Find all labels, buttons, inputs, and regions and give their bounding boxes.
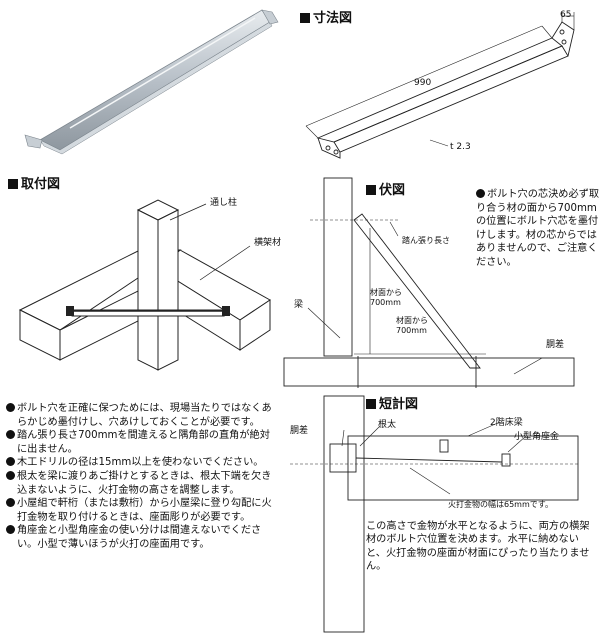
round-bullet-icon	[6, 457, 15, 467]
plan-drawing	[283, 177, 575, 388]
plan-distance-label-1: 材面から 700mm	[370, 288, 402, 307]
round-bullet-icon	[6, 403, 15, 412]
mounting-drawing	[18, 199, 271, 371]
section-title-mounting: 取付図	[8, 178, 60, 192]
section-title-dimension: 寸法図	[300, 12, 352, 26]
list-item: 小屋組で軒桁（または敷桁）から小屋梁に登り勾配に火打金物を取り付けるときは、座面…	[6, 497, 278, 524]
floor-beam-label: 2階床梁	[490, 418, 523, 428]
plan-note: ボルト穴の芯決め必ず取り合う材の面から700mmの位置にボルト穴芯を墨付けします…	[476, 189, 600, 268]
notes-list: ボルト穴を正確に保つためには、現場当たりではなくあらかじめ墨付けし、穴あけしてお…	[6, 402, 278, 552]
small-block-label: 小型角座金	[514, 432, 560, 442]
list-item: 踏ん張り長さ700mmを間違えると隅角部の直角が絶対に出ません。	[6, 429, 278, 456]
pillar-label: 通し柱	[210, 198, 238, 208]
stride-label: 踏ん張り長さ	[402, 236, 450, 245]
plan-sill-label: 胴差	[546, 340, 565, 350]
round-bullet-icon	[6, 525, 15, 535]
section-title-elevation: 短計図	[366, 398, 418, 412]
square-bullet-icon	[8, 179, 18, 189]
elevation-sill-label: 胴差	[290, 426, 309, 436]
round-bullet-icon	[6, 430, 15, 440]
product-photo	[24, 9, 279, 155]
elevation-note: この高さで金物が水平となるように、両方の横架材のボルト穴位置を決めます。水平に納…	[366, 521, 590, 573]
round-bullet-icon	[476, 189, 485, 198]
width-label: 65	[560, 10, 572, 20]
list-item: 根太を梁に渡りあご掛けとするときは、根太下端を欠き込まないように、火打金物の高さ…	[6, 470, 278, 497]
square-bullet-icon	[366, 185, 376, 195]
thickness-label: t 2.3	[450, 142, 471, 152]
list-item: ボルト穴を正確に保つためには、現場当たりではなくあらかじめ墨付けし、穴あけしてお…	[6, 402, 278, 429]
square-bullet-icon	[366, 399, 376, 409]
section-title-plan: 伏図	[366, 184, 405, 198]
list-item: 角座金と小型角座金の使い分けは間違えないでください。小型で薄いほうが火打の座面用…	[6, 524, 278, 551]
square-bullet-icon	[300, 13, 310, 23]
mounting-beam-label: 横架材	[254, 238, 282, 248]
plan-beam-label: 梁	[294, 300, 304, 310]
list-item: 木工ドリルの径は15mm以上を使わないでください。	[6, 456, 278, 470]
round-bullet-icon	[6, 498, 15, 508]
joist-label: 根太	[378, 420, 397, 430]
round-bullet-icon	[6, 470, 15, 480]
dimension-drawing	[305, 12, 575, 159]
elevation-drawing	[290, 395, 580, 633]
length-label: 990	[414, 78, 432, 88]
plan-distance-label-2: 材面から 700mm	[396, 316, 428, 335]
width-note-label: 火打金物の幅は65mmです。	[448, 500, 553, 509]
